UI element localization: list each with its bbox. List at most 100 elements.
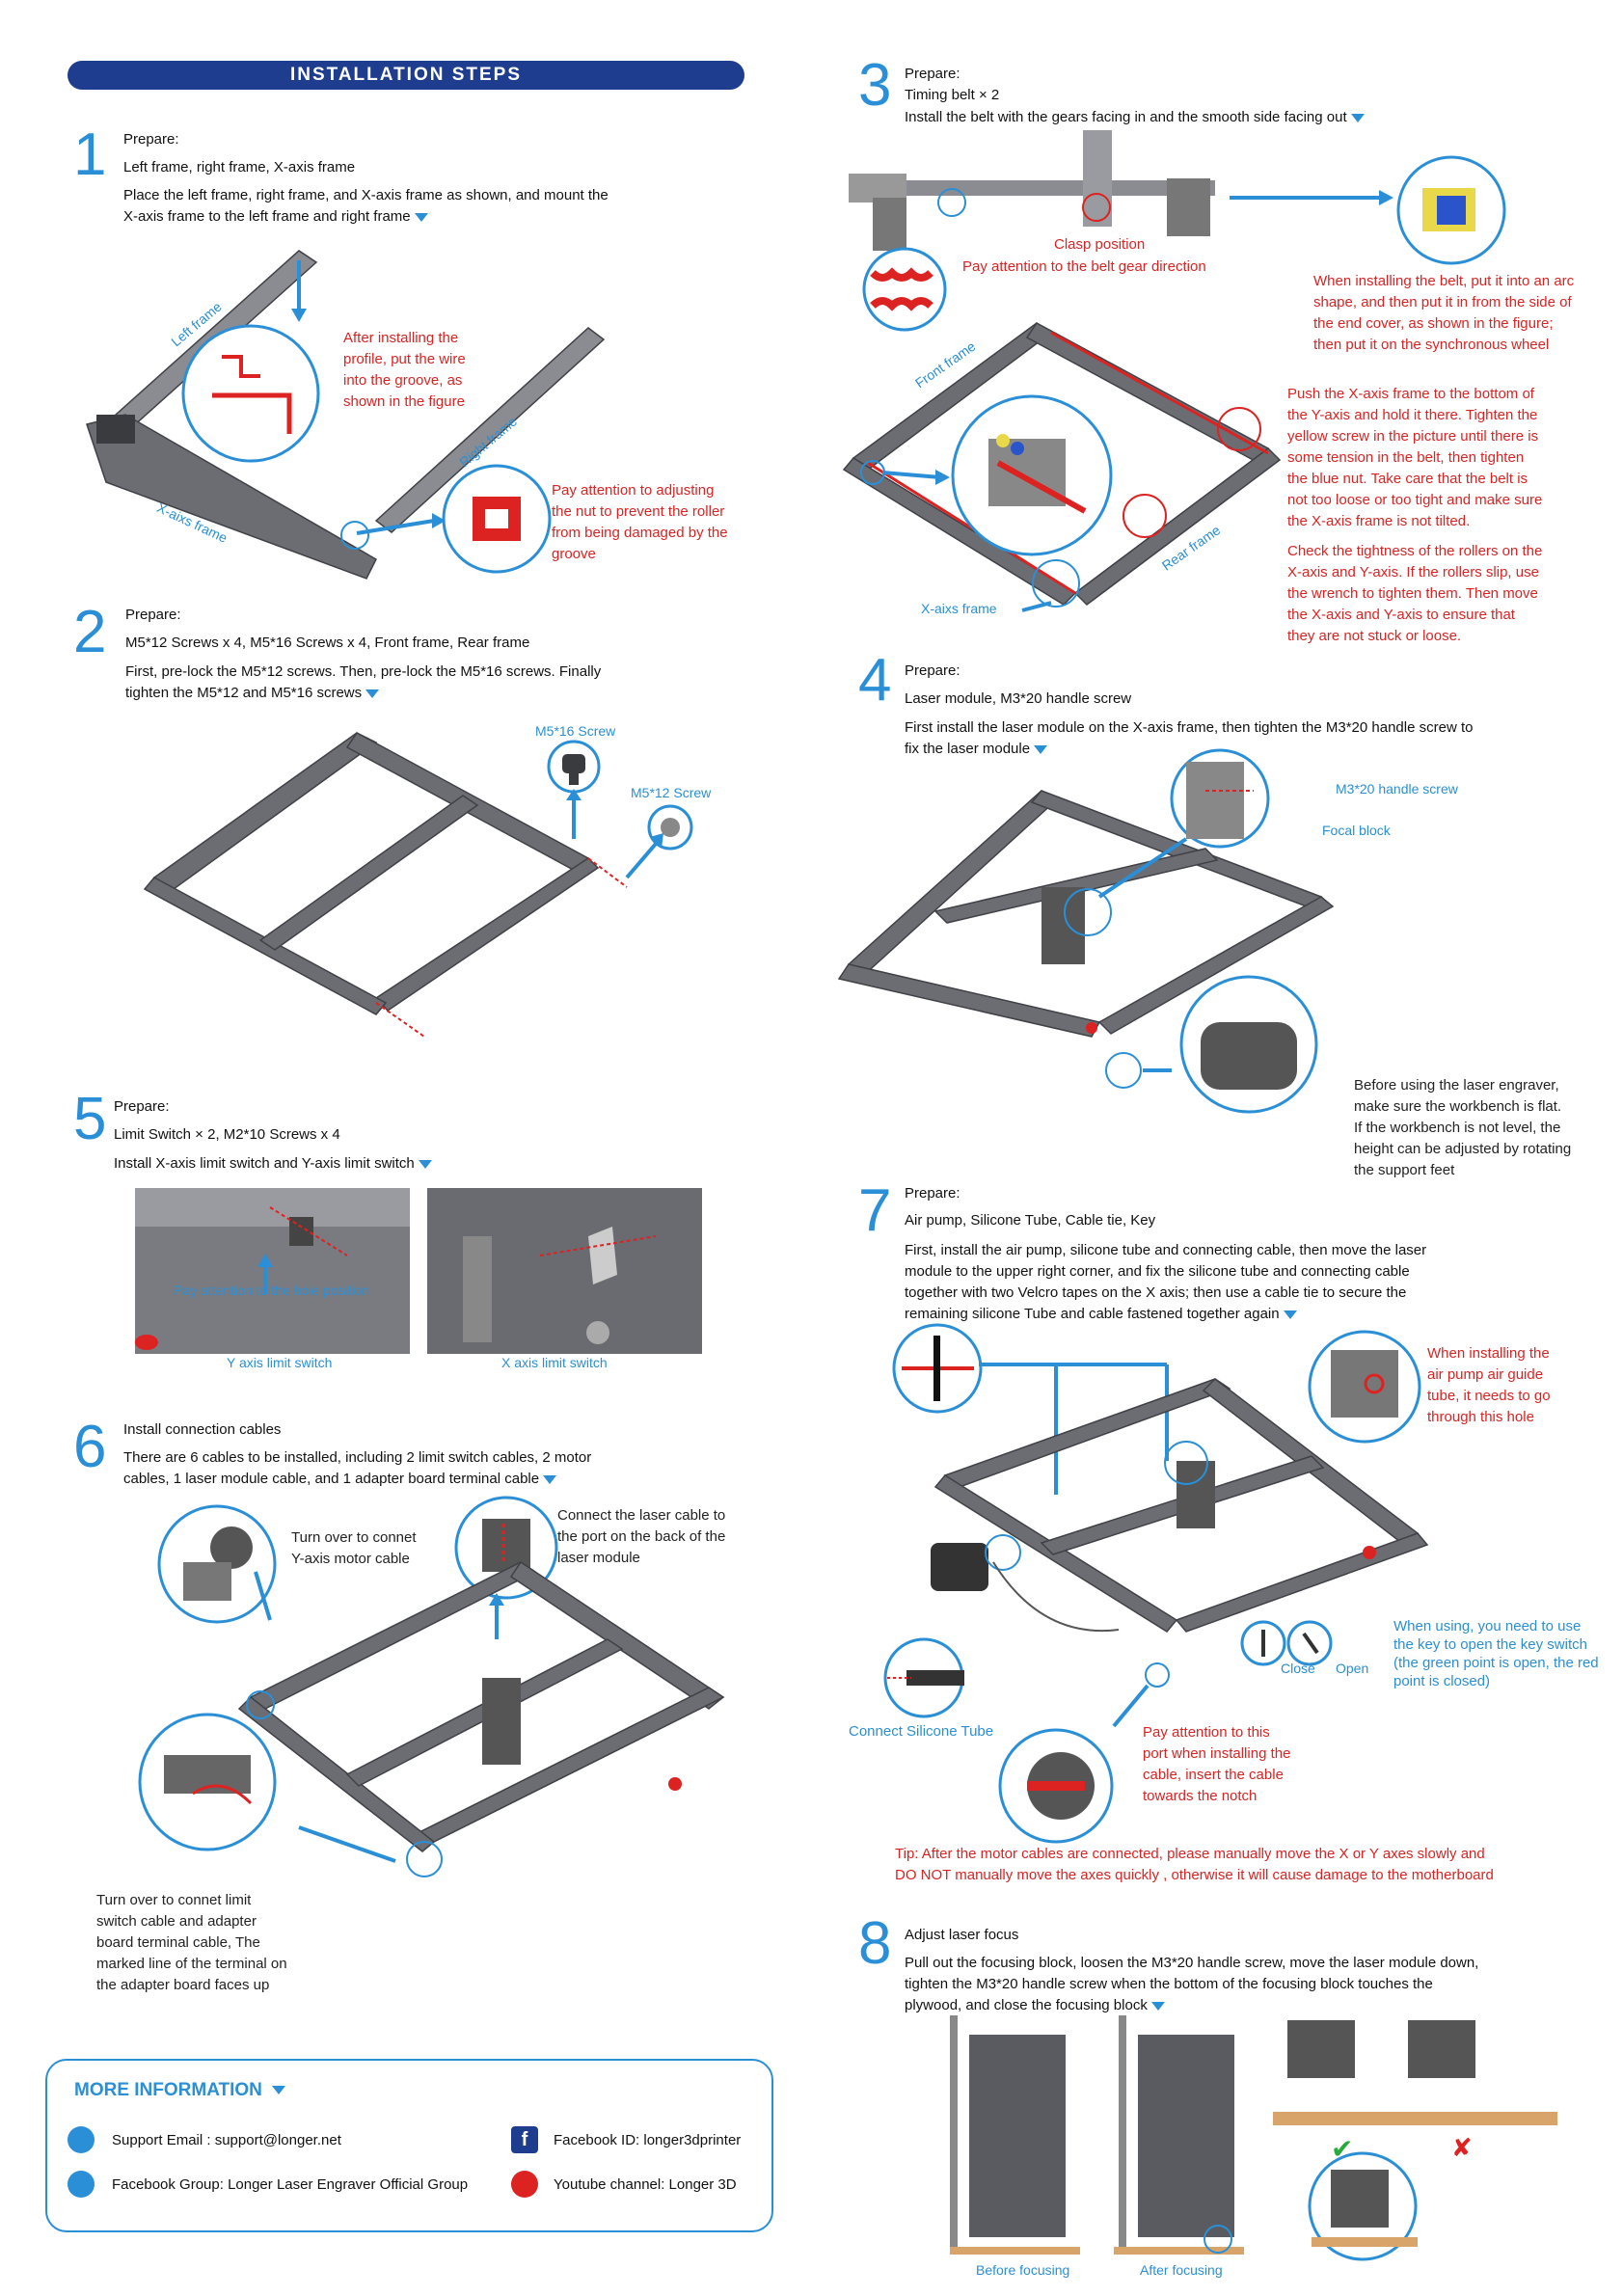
step-5-number: 5 <box>73 1086 107 1152</box>
facebook-group[interactable]: Facebook Group: Longer Laser Engraver Of… <box>112 2176 469 2193</box>
front-rail <box>143 877 388 1015</box>
step-1-prepare: Prepare: <box>123 131 179 148</box>
step-6-illustration <box>138 1496 725 1877</box>
step-6-desc-2: cables, 1 laser module cable, and 1 adap… <box>123 1469 557 1490</box>
step-5-prepare: Prepare: <box>114 1098 170 1115</box>
step-2-desc-1: First, pre-lock the M5*12 screws. Then, … <box>125 663 602 680</box>
key-close-label: Close <box>1281 1661 1315 1676</box>
step-6-title: Install connection cables <box>123 1421 282 1438</box>
x-limit-switch-label: X axis limit switch <box>501 1355 608 1370</box>
after-focusing-module <box>1138 2035 1234 2237</box>
step-4-items: Laser module, M3*20 handle screw <box>905 690 1132 707</box>
step-2-number: 2 <box>73 599 107 665</box>
support-email[interactable]: Support Email : support@longer.net <box>112 2132 341 2148</box>
step-1-items: Left frame, right frame, X-axis frame <box>123 159 356 176</box>
rear-frame-3 <box>1073 447 1282 606</box>
more-information-box <box>45 2059 773 2232</box>
belt-rail <box>849 180 1215 196</box>
y-limit-switch-label: Y axis limit switch <box>227 1355 333 1370</box>
step-2-illustration <box>143 732 693 1038</box>
youtube-channel[interactable]: Youtube channel: Longer 3D <box>554 2176 737 2193</box>
step-1-illustration <box>86 250 606 580</box>
left-rail-4 <box>847 790 1058 977</box>
step-2-prepare: Prepare: <box>125 607 181 623</box>
step-4-prepare: Prepare: <box>905 662 960 679</box>
connect-silicone-tube-label: Connect Silicone Tube <box>849 1723 994 1740</box>
step-8-desc: Pull out the focusing block, loosen the … <box>905 1955 1479 2013</box>
before-focusing-label: Before focusing <box>976 2262 1070 2278</box>
key-open-label: Open <box>1336 1661 1369 1676</box>
step-6-desc-1: There are 6 cables to be installed, incl… <box>123 1449 592 1466</box>
step-2-items: M5*12 Screws x 4, M5*16 Screws x 4, Fron… <box>125 635 530 651</box>
x-axis-frame-label-3: X-aixs frame <box>921 601 997 616</box>
focal-block-label: Focal block <box>1322 823 1391 838</box>
step-8-number: 8 <box>858 1910 892 1977</box>
step-1-desc-1: Place the left frame, right frame, and X… <box>123 187 609 203</box>
facebook-icon: f <box>511 2126 538 2153</box>
step-4-note-level: Before using the laser engraver,make sur… <box>1354 1077 1572 1178</box>
step-2-desc-2: tighten the M5*12 and M5*16 screws <box>125 683 380 704</box>
right-rail-7 <box>1175 1532 1429 1633</box>
step-7-tip-1: Tip: After the motor cables are connecte… <box>895 1846 1485 1862</box>
step-8-illustration <box>950 2015 1557 2261</box>
correct-check-icon: ✔ <box>1331 2134 1354 2164</box>
group-icon <box>68 2171 95 2198</box>
step-7-prepare: Prepare: <box>905 1185 960 1202</box>
step-5-illustration <box>135 1188 702 1354</box>
front-rail-4 <box>837 963 1101 1038</box>
right-rail-6 <box>418 1687 725 1843</box>
step-7-tip-2: DO NOT manually move the axes quickly , … <box>895 1867 1494 1883</box>
step-8-title: Adjust laser focus <box>905 1927 1019 1943</box>
left-rail <box>152 732 378 890</box>
hole-position-note: Pay attention to the hole position <box>174 1283 370 1298</box>
right-rail <box>374 857 600 1012</box>
step-7-illustration <box>883 1323 1429 1844</box>
after-focusing-label: After focusing <box>1140 2262 1223 2278</box>
front-rail-6 <box>237 1695 436 1852</box>
step-3-number: 3 <box>858 52 892 119</box>
step-3-note-install: When installing the belt, put it into an… <box>1313 273 1575 353</box>
more-information-title: MORE INFORMATION <box>74 2080 285 2101</box>
step-7-items: Air pump, Silicone Tube, Cable tie, Key <box>905 1212 1156 1229</box>
step-3-desc: Install the belt with the gears facing i… <box>905 107 1365 128</box>
step-1-desc-2: X-axis frame to the left frame and right… <box>123 206 428 228</box>
step-5-items: Limit Switch × 2, M2*10 Screws x 4 <box>114 1126 340 1143</box>
belt-gear-direction-label: Pay attention to the belt gear direction <box>962 258 1206 275</box>
step-3-prepare: Prepare: <box>905 66 960 82</box>
step-4-desc-2: fix the laser module <box>905 739 1048 760</box>
step-3-note-check: Check the tightness of the rollers on th… <box>1287 543 1543 644</box>
m5-12-screw-label: M5*12 Screw <box>631 785 712 800</box>
installation-steps-banner: INSTALLATION STEPS <box>68 61 744 90</box>
step-4-desc-1: First install the laser module on the X-… <box>905 719 1474 736</box>
step-5-desc: Install X-axis limit switch and Y-axis l… <box>114 1153 432 1175</box>
handle-screw-label: M3*20 handle screw <box>1336 781 1458 797</box>
step-3-items: Timing belt × 2 <box>905 87 1000 103</box>
facebook-id[interactable]: Facebook ID: longer3dprinter <box>554 2132 742 2148</box>
before-focusing-module <box>969 2035 1066 2237</box>
step-4-number: 4 <box>858 647 892 714</box>
belt-gear-zoom <box>862 247 947 332</box>
air-pump <box>931 1543 988 1591</box>
rear-rail-6 <box>509 1560 725 1710</box>
step-1-number: 1 <box>73 122 107 188</box>
youtube-icon <box>511 2171 538 2198</box>
step-7-desc: First, install the air pump, silicone tu… <box>905 1242 1427 1322</box>
center-rail <box>258 795 479 951</box>
step-6-number: 6 <box>73 1414 107 1480</box>
clasp-position-label: Clasp position <box>1054 236 1146 253</box>
right-rail-4 <box>1097 896 1335 1035</box>
step-3-illustration <box>842 130 1506 612</box>
m5-16-screw-label: M5*16 Screw <box>535 723 616 739</box>
step-7-number: 7 <box>858 1177 892 1244</box>
email-icon <box>68 2126 95 2153</box>
step-4-illustration <box>837 748 1335 1114</box>
